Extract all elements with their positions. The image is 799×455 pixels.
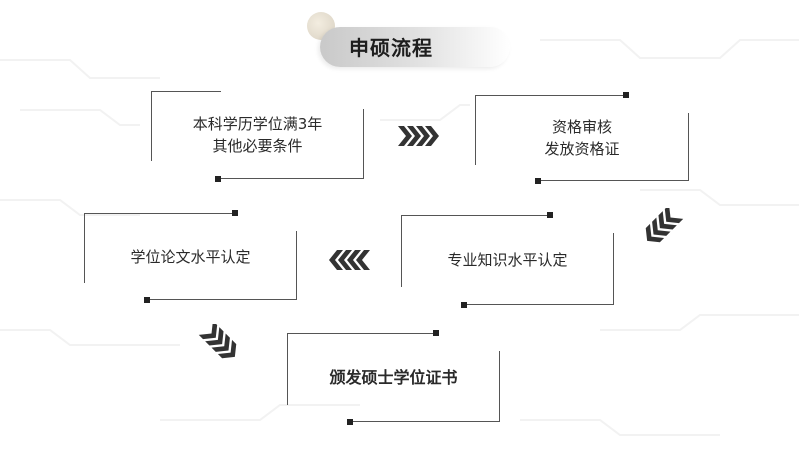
arrow-right-icon <box>398 126 439 146</box>
corner-square-decoration <box>232 210 238 216</box>
step-text-line: 发放资格证 <box>544 140 620 158</box>
step-box-degree-certificate: 颁发硕士学位证书 <box>287 330 500 425</box>
step-text-line: 本科学历学位满3年 <box>192 115 323 133</box>
corner-square-decoration <box>347 419 353 425</box>
arrow-left-icon <box>329 250 370 270</box>
arrow-down-left-icon <box>645 208 684 243</box>
corner-square-decoration <box>461 302 467 308</box>
step-box-qualification-review: 资格审核 发放资格证 <box>475 92 689 184</box>
title-badge: 申硕流程 <box>303 12 523 70</box>
step-box-eligibility: 本科学历学位满3年 其他必要条件 <box>151 91 364 182</box>
step-text-line: 其他必要条件 <box>212 137 303 155</box>
step-text-line: 资格审核 <box>551 118 612 136</box>
corner-square-decoration <box>215 176 221 182</box>
title-pill-background <box>320 27 510 67</box>
step-text-line: 学位论文水平认定 <box>130 247 251 266</box>
corner-square-decoration <box>535 178 541 184</box>
corner-square-decoration <box>547 212 553 218</box>
corner-square-decoration <box>144 297 150 303</box>
corner-square-decoration <box>433 330 439 336</box>
corner-square-decoration <box>623 92 629 98</box>
page-title: 申硕流程 <box>349 36 433 60</box>
arrow-down-right-icon <box>198 324 237 359</box>
step-text-line: 颁发硕士学位证书 <box>329 367 458 387</box>
step-text-line: 专业知识水平认定 <box>447 251 568 269</box>
step-box-knowledge-assessment: 专业知识水平认定 <box>401 212 614 308</box>
step-box-thesis-assessment: 学位论文水平认定 <box>84 210 297 303</box>
